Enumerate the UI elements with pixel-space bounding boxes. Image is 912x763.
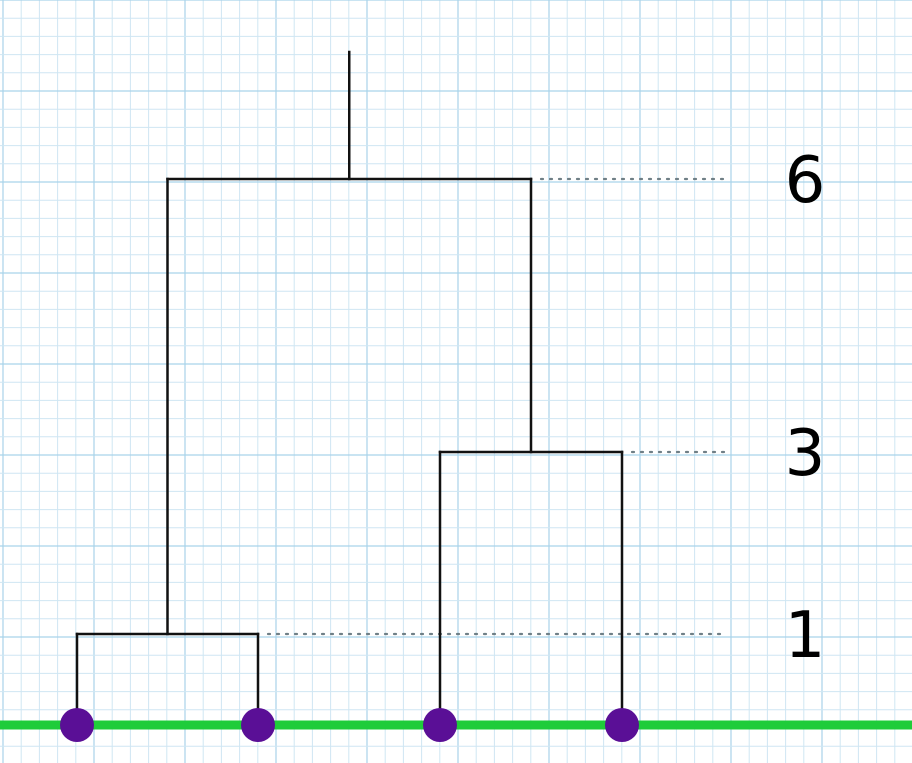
height-guides (266, 177, 728, 636)
height-label-6: 6 (785, 144, 826, 218)
leaf-node-d (605, 708, 639, 742)
leaf-node-c (423, 708, 457, 742)
leaf-nodes (60, 708, 639, 742)
leaf-node-a (60, 708, 94, 742)
height-labels: 1 3 6 (785, 144, 826, 673)
height-label-3: 3 (785, 417, 826, 491)
leaf-node-b (241, 708, 275, 742)
height-label-1: 1 (785, 599, 826, 673)
dendrogram-branches (75, 50, 624, 727)
